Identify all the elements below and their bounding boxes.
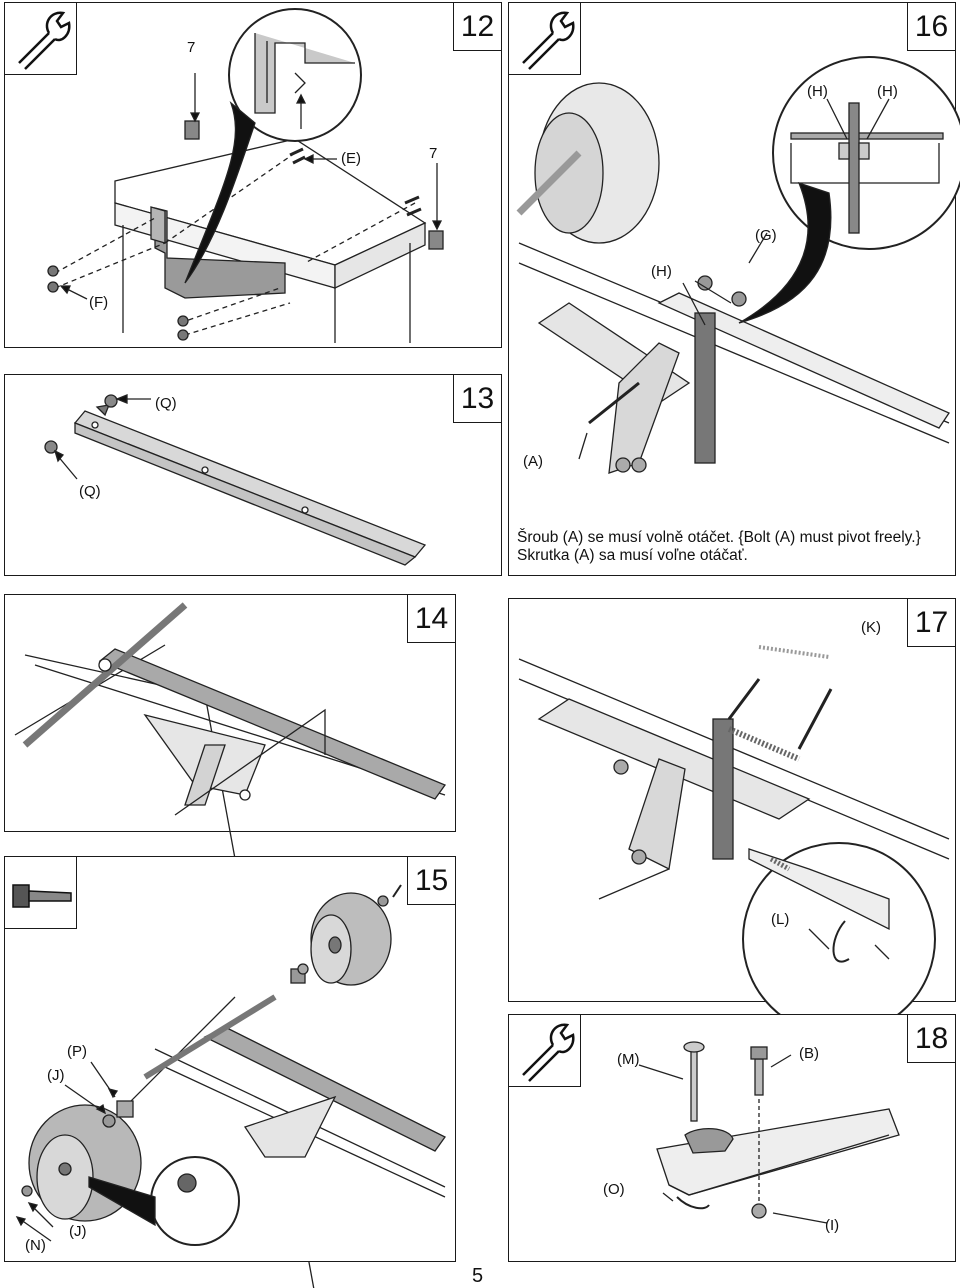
pivot-bolt-illustration [516,56,960,474]
label-e: (E) [341,150,361,167]
label-7-left: 7 [187,39,196,56]
label-q-top: (Q) [155,395,177,412]
step-number: 13 [453,375,501,423]
step-16-caption: Šroub (A) se musí volně otáčet. {Bolt (A… [517,529,921,565]
label-i: (I) [825,1217,840,1234]
label-q-bottom: (Q) [79,483,101,500]
step-16-panel: 16 (H) (H) (G) (H) (A) Šrou [508,2,960,576]
caption-line-2: Skrutka (A) sa musí voľne otáčať. [517,547,748,564]
wrench-icon [18,11,71,70]
page-number: 5 [472,1265,484,1287]
step-number: 17 [907,599,955,647]
label-n: (N) [25,1237,46,1254]
label-b: (B) [799,1045,819,1062]
tool-box [5,3,77,75]
frame-rail-illustration [14,602,447,1288]
step-number: 15 [407,857,455,905]
step-18-panel: 18 (M) (B) (O) (I) [508,1014,956,1262]
tool-box [5,857,77,929]
hammer-icon [12,884,72,908]
tool-box [509,3,581,75]
step-17-panel: 17 (K) (L) [508,598,956,1036]
tool-box [509,1015,581,1087]
step-12-panel: 12 [4,2,502,348]
rail-illustration [44,394,427,566]
cabinet-bracket-illustration [47,8,444,343]
clevis-pin-illustration [638,1041,900,1224]
label-o: (O) [603,1181,625,1198]
label-k: (K) [861,619,881,636]
label-g: (G) [755,227,777,244]
label-j-top: (J) [47,1067,65,1084]
label-h-bottom: (H) [651,263,672,280]
caption-line-1: Šroub (A) se musí volně otáčet. {Bolt (A… [517,529,921,546]
step-number: 12 [453,3,501,51]
step-14-panel: 14 [4,594,456,1288]
spring-illustration [518,645,950,1036]
label-p: (P) [67,1043,87,1060]
wrench-icon [522,11,575,70]
label-h-left: (H) [807,83,828,100]
label-l: (L) [771,911,790,928]
label-j-bottom: (J) [69,1223,87,1240]
wheel-assembly-illustration [15,884,446,1246]
step-number: 16 [907,3,955,51]
label-7-right: 7 [429,145,438,162]
label-m: (M) [617,1051,640,1068]
step-15-panel: 15 [4,856,456,1262]
label-a: (A) [523,453,543,470]
label-f: (F) [89,294,109,311]
step-number: 14 [407,595,455,643]
step-13-panel: 13 (Q) (Q) [4,374,502,576]
label-h-right: (H) [877,83,898,100]
step-number: 18 [907,1015,955,1063]
wrench-icon [522,1023,575,1082]
